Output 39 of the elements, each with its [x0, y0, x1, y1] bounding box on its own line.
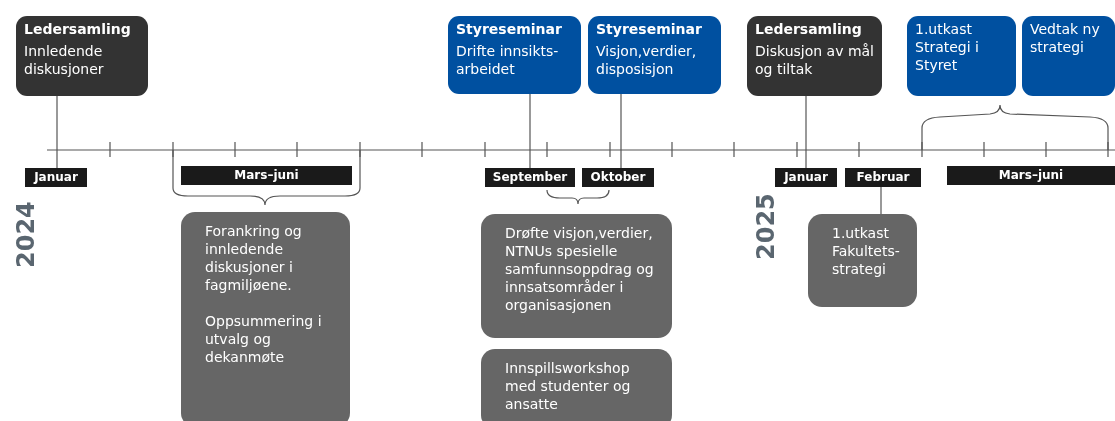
leader-line [805, 95, 807, 169]
activity-card [808, 214, 917, 307]
month-label: Januar [775, 168, 837, 187]
leader-line [620, 93, 622, 169]
month-label: Januar [25, 168, 87, 187]
event-card [16, 16, 148, 96]
month-label: Mars–juni [947, 166, 1115, 185]
event-text: Innledende diskusjoner [24, 42, 105, 78]
event-card [907, 16, 1016, 96]
event-card [1022, 16, 1115, 96]
event-title: Ledersamling [24, 20, 132, 38]
event-text: Drøfte visjon,verdier, NTNUs spesielle samfunnsoppdrag og innsatsområder i organisasjonen [505, 224, 655, 314]
event-text: Innspillsworkshop med studenter og ansatte [505, 359, 632, 413]
event-title: Styreseminar [596, 20, 703, 38]
event-text: Vedtak ny strategi [1030, 20, 1101, 56]
event-text: Forankring og innledende diskusjoner i fagmiljøene. [205, 222, 303, 294]
month-label: Mars–juni [181, 166, 352, 185]
event-title: Styreseminar [456, 20, 563, 38]
leader-line [56, 95, 58, 169]
event-card [448, 16, 581, 94]
month-label: Oktober [582, 168, 654, 187]
event-text: Oppsummering i utvalg og dekanmøte [205, 312, 323, 366]
event-text: 1.utkast Strategi i Styret [915, 20, 980, 74]
leader-line [529, 93, 531, 169]
event-text: Diskusjon av mål og tiltak [755, 42, 874, 78]
month-label: September [485, 168, 575, 187]
year-label: 2025 [752, 193, 780, 260]
leader-line [880, 186, 882, 215]
event-text: 1.utkast Fakultets-strategi [832, 224, 901, 278]
event-text: Visjon,verdier, disposisjon [596, 42, 698, 78]
event-card [588, 16, 721, 94]
month-label: Februar [845, 168, 921, 187]
event-text: Drifte innsikts-arbeidet [456, 42, 560, 78]
year-label: 2024 [12, 201, 40, 268]
event-title: Ledersamling [755, 20, 863, 38]
activity-card [481, 349, 672, 421]
activity-card [181, 212, 350, 421]
activity-card [481, 214, 672, 338]
event-card [747, 16, 882, 96]
